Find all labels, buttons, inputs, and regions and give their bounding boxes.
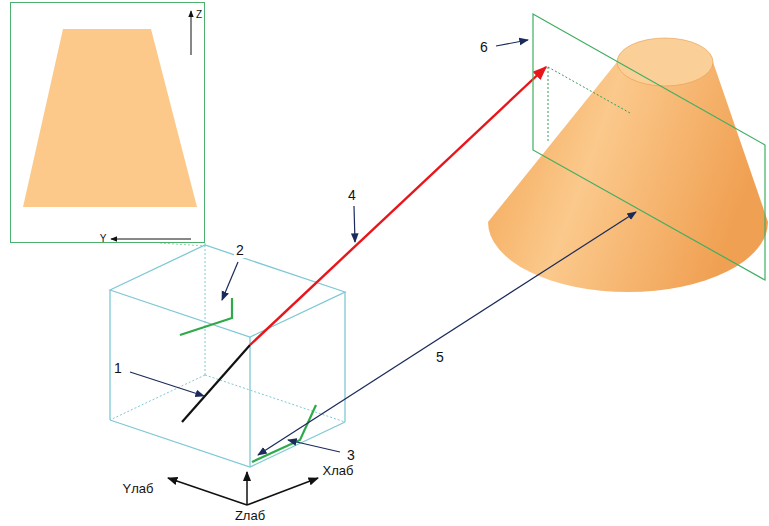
callout-number: 3 [345,447,357,463]
beam-inside [182,345,250,422]
axis-label: Yлаб [121,481,156,496]
section-plane [533,14,765,280]
inset-panel: ZY [10,2,205,243]
lab-cube [110,245,345,467]
axis-line [111,239,191,240]
section-trapezoid [23,29,197,207]
callout-number: 4 [346,187,358,203]
callout-number: 1 [112,360,124,376]
axis-line [191,11,192,55]
inset-guide [160,243,205,246]
lab-axes [168,472,318,505]
leader-line [130,40,636,455]
axis-label: Xлаб [321,463,356,478]
axis-label: Y [100,234,107,244]
axis-label: Z [196,10,202,20]
callout-number: 5 [434,349,446,365]
green-segment [180,298,316,462]
callout-number: 2 [234,242,246,258]
inset-section [11,3,204,242]
axis-label: Zлаб [233,508,267,523]
callout-number: 6 [478,39,490,55]
cone [488,38,768,292]
